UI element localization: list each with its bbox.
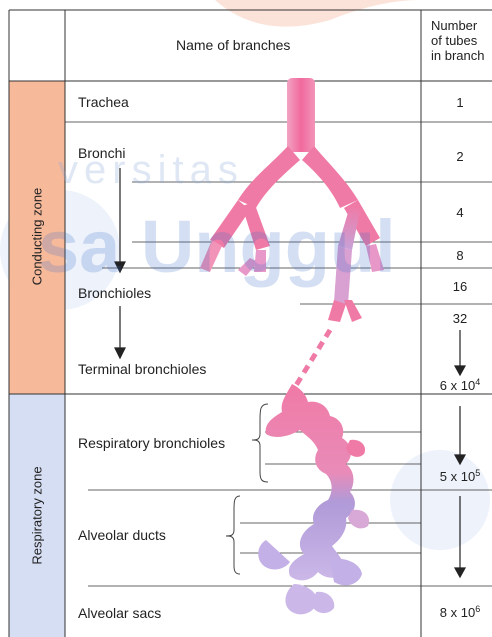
- respiratory-airway: [258, 384, 369, 614]
- count-trachea: 1: [430, 96, 490, 109]
- dashed-continuation: [292, 330, 330, 392]
- count-4: 4: [430, 206, 490, 219]
- header-count-line1: Number: [431, 18, 484, 33]
- branch-alveolar-ducts: Alveolar ducts: [78, 528, 166, 542]
- header-count: Number of tubes in branch: [431, 18, 484, 63]
- branch-terminal-bronchioles: Terminal bronchioles: [78, 362, 206, 376]
- header-count-line3: in branch: [431, 48, 484, 63]
- header-name-of-branches: Name of branches: [176, 38, 290, 52]
- conducting-zone-label: Conducting zone: [30, 167, 45, 307]
- count-bronchi: 2: [430, 150, 490, 163]
- watermark-text-main: sa Unggul: [38, 210, 396, 284]
- branch-trachea: Trachea: [78, 95, 129, 109]
- respiratory-zone-label: Respiratory zone: [30, 446, 45, 586]
- count-alveolar-sacs-base: 8 x 10: [440, 605, 475, 620]
- branch-respiratory-bronchioles: Respiratory bronchioles: [78, 436, 225, 450]
- right-bronchus: [302, 146, 358, 208]
- count-terminal: 6 x 104: [430, 379, 490, 392]
- count-8: 8: [430, 249, 490, 262]
- count-terminal-exp: 4: [475, 377, 480, 387]
- count-16: 16: [430, 280, 490, 293]
- count-respiratory: 5 x 105: [430, 470, 490, 483]
- left-bronchus: [238, 146, 300, 208]
- trachea-tube: [287, 78, 315, 152]
- count-32: 32: [430, 312, 490, 325]
- header-count-line2: of tubes: [431, 33, 484, 48]
- branch-bronchioles: Bronchioles: [78, 286, 151, 300]
- branch-alveolar-sacs: Alveolar sacs: [78, 606, 161, 620]
- branch-bronchi: Bronchi: [78, 146, 125, 160]
- count-respiratory-exp: 5: [475, 468, 480, 478]
- count-terminal-base: 6 x 10: [440, 378, 475, 393]
- count-respiratory-base: 5 x 10: [440, 469, 475, 484]
- count-alveolar-sacs: 8 x 106: [430, 606, 490, 619]
- count-alveolar-sacs-exp: 6: [475, 604, 480, 614]
